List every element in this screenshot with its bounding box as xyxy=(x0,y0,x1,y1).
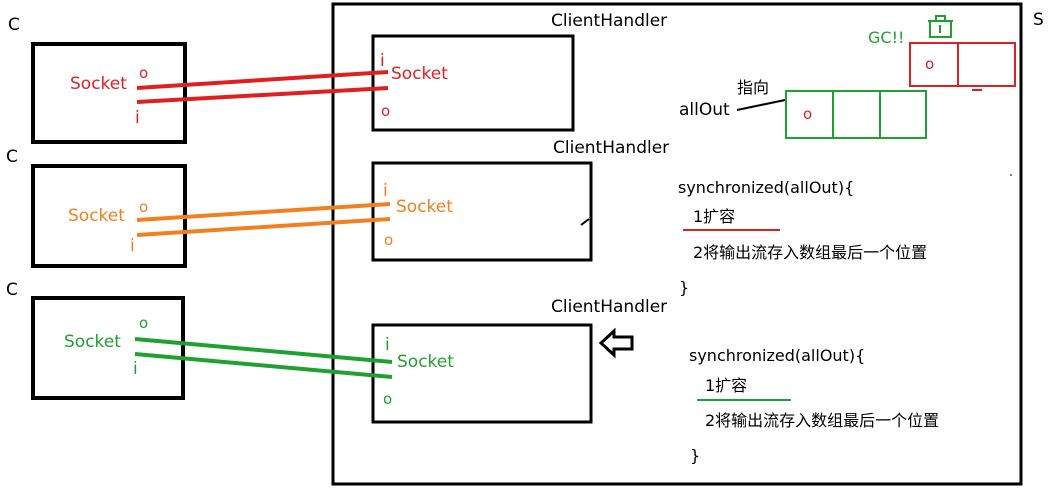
code-1-header: synchronized(allOut){ xyxy=(678,178,855,197)
green-connection-line-1 xyxy=(134,337,393,364)
handler-3-i-marker: i xyxy=(385,335,390,355)
handler-3-socket-label: Socket xyxy=(397,352,454,372)
red-connection-line-2 xyxy=(136,86,389,104)
gc-label: GC!! xyxy=(868,28,905,47)
old-array xyxy=(909,42,1016,91)
code-1-step1: 1扩容 xyxy=(693,207,736,226)
trash-can-icon xyxy=(928,15,953,38)
handler-2-title: ClientHandler xyxy=(553,138,670,158)
handler-box-1 xyxy=(371,34,575,132)
handler-1-i-marker: i xyxy=(380,51,385,71)
handler-3-o-marker: o xyxy=(383,390,393,408)
client-2-socket-label: Socket xyxy=(68,206,125,226)
client-3-o-marker: o xyxy=(139,314,149,332)
client-box-3 xyxy=(31,296,185,400)
handler-box-3 xyxy=(371,323,593,424)
client-3-socket-label: Socket xyxy=(64,332,121,352)
code-2-header: synchronized(allOut){ xyxy=(689,346,866,365)
old-array-cell-marker: o xyxy=(925,55,935,73)
client-label-3: C xyxy=(6,280,18,300)
client-1-i-marker: i xyxy=(135,108,140,128)
handler-2-i-marker: i xyxy=(383,181,388,201)
client-label-1: C xyxy=(8,15,20,35)
hollow-left-arrow-icon xyxy=(598,327,634,359)
client-2-i-marker: i xyxy=(130,236,135,256)
client-1-socket-label: Socket xyxy=(70,74,127,94)
green-connection-line-2 xyxy=(134,352,393,379)
handler-3-title: ClientHandler xyxy=(551,297,668,317)
server-box xyxy=(331,2,1023,486)
client-2-o-marker: o xyxy=(139,198,149,216)
allout-pointer-line xyxy=(736,99,786,111)
code-2-close: } xyxy=(690,446,701,465)
allout-label: allOut xyxy=(679,100,730,120)
code-1-close: } xyxy=(679,278,690,297)
code-2-step1: 1扩容 xyxy=(705,376,748,395)
allout-array xyxy=(785,90,927,139)
handler-1-socket-label: Socket xyxy=(391,64,448,84)
array-cell-marker: o xyxy=(803,105,813,123)
handler-2-socket-label: Socket xyxy=(396,197,453,217)
orange-connection-line-2 xyxy=(136,217,391,237)
handler-2-mark xyxy=(580,218,590,226)
orange-connection-line-1 xyxy=(136,202,391,222)
red-connection-line-1 xyxy=(136,70,389,90)
pointer-label: 指向 xyxy=(737,78,770,97)
server-label: S xyxy=(1033,10,1044,30)
handler-2-o-marker: o xyxy=(384,231,394,249)
client-label-2: C xyxy=(6,147,18,167)
handler-1-o-marker: o xyxy=(381,102,391,120)
handler-box-2 xyxy=(371,161,593,262)
handler-1-title: ClientHandler xyxy=(551,11,668,31)
code-2-step2: 2将输出流存入数组最后一个位置 xyxy=(705,411,940,430)
client-box-1 xyxy=(31,42,187,144)
client-1-o-marker: o xyxy=(139,64,149,82)
client-3-i-marker: i xyxy=(133,359,138,379)
code-1-step2: 2将输出流存入数组最后一个位置 xyxy=(693,243,928,262)
